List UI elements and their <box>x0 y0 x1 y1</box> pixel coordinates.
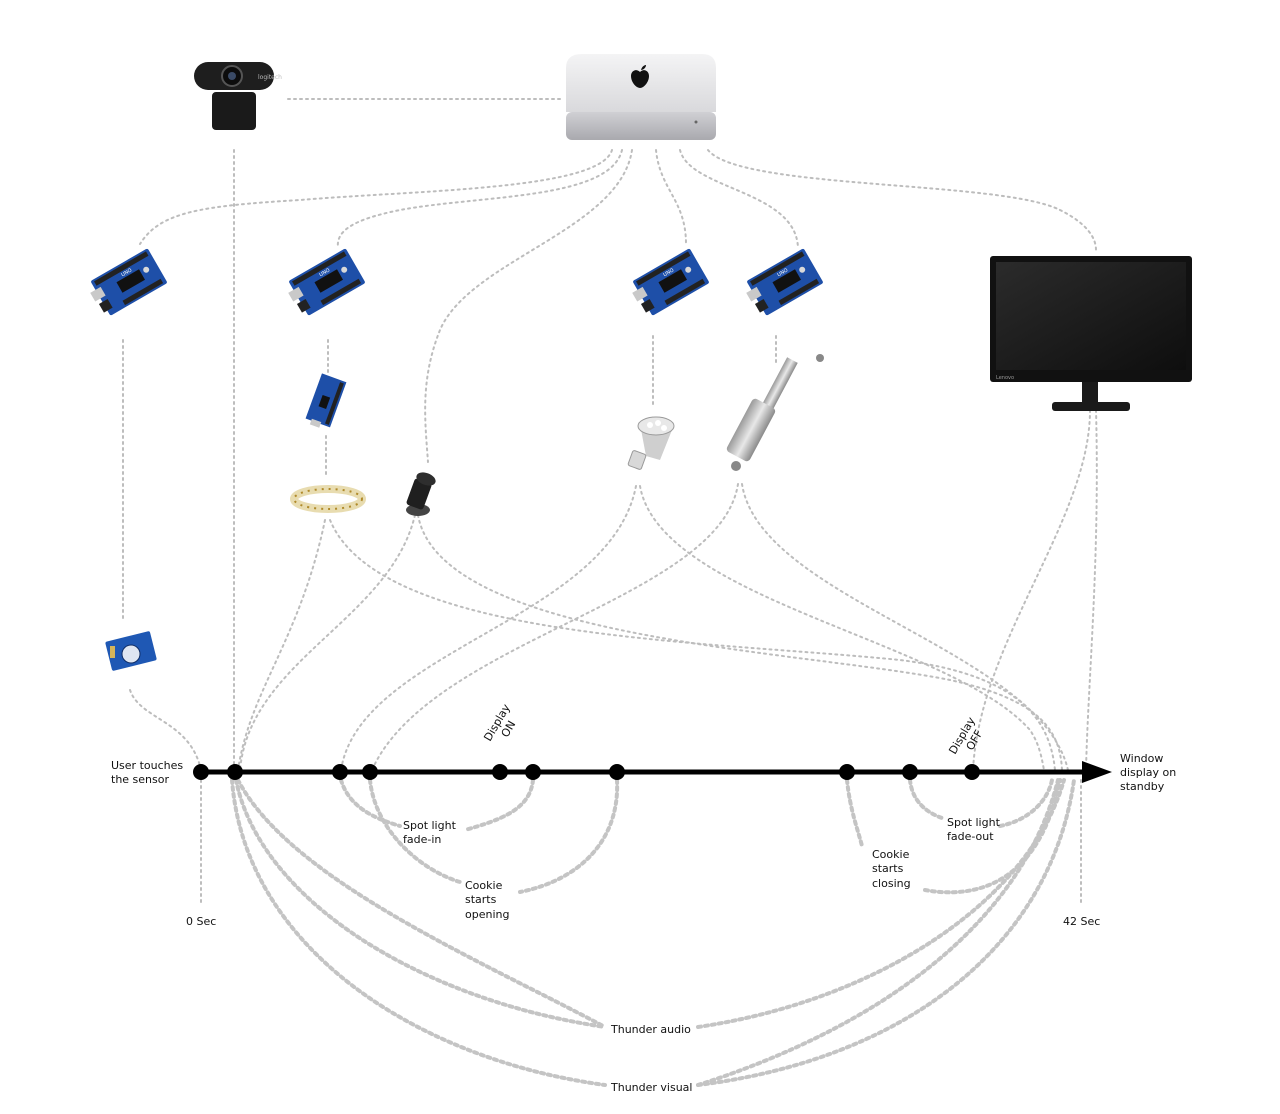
connector-cookie-opening-start <box>368 778 462 884</box>
event-dot-3 <box>332 764 348 780</box>
label-spot-fade-in: Spot light fade-in <box>403 819 459 846</box>
connector-ledstrip-end <box>329 519 1056 771</box>
connector-thunder-visual-right <box>696 778 1076 1087</box>
event-dot-4 <box>362 764 378 780</box>
connector-cookie-opening-end <box>518 778 620 894</box>
arduino-board-4-icon <box>741 248 824 319</box>
connector-actuator-timeline <box>371 483 739 771</box>
label-spot-fade-out: Spot light fade-out <box>947 816 1003 843</box>
label-cookie-opening: Cookie starts opening <box>465 879 509 921</box>
connector-mac-solenoid <box>424 149 633 463</box>
solenoid-icon <box>406 472 436 516</box>
timeline-arrowhead <box>1082 761 1112 783</box>
event-dot-display-off <box>964 764 980 780</box>
event-dot-7 <box>609 764 625 780</box>
led-strip-icon <box>290 485 366 513</box>
webcam-brand: logitech <box>258 74 282 81</box>
connector-spot-fade-in <box>463 778 535 832</box>
connector-monitor-display-off <box>972 409 1091 771</box>
led-driver-board-icon <box>305 373 347 428</box>
connector-spotlight-end <box>639 485 1045 771</box>
connector-spotlight-timeline <box>340 485 637 771</box>
event-dot-display-on <box>492 764 508 780</box>
connector-sensor-timeline <box>129 689 202 771</box>
webcam-icon: logitech <box>194 62 282 130</box>
event-dot-9 <box>902 764 918 780</box>
label-display-on: Display ON <box>481 699 526 750</box>
monitor-brand: Lenovo <box>996 375 1014 381</box>
connector-cookie-closing <box>845 778 864 848</box>
label-end-sec: 42 Sec <box>1063 915 1100 928</box>
touch-sensor-icon <box>105 631 157 671</box>
connector-spot-fade-out-start <box>908 778 944 820</box>
connector-thunder-audio-right <box>696 778 1066 1029</box>
connector-mac-arduino-1 <box>139 149 613 245</box>
connector-thunder-audio-left <box>234 778 607 1029</box>
event-dot-2 <box>227 764 243 780</box>
spotlight-bulb-icon <box>627 416 675 470</box>
connector-solenoid-timeline <box>239 514 416 771</box>
connector-mac-arduino-4 <box>679 149 799 249</box>
connector-spot-fade-out-end <box>998 778 1054 828</box>
monitor-icon: Lenovo <box>990 256 1192 411</box>
arduino-board-3-icon <box>627 248 710 319</box>
label-thunder-visual: Thunder visual <box>610 1081 692 1094</box>
label-zero-sec: 0 Sec <box>186 915 216 928</box>
label-window-standby: Window display on standby <box>1120 752 1180 793</box>
connector-thunder-inner-right <box>696 778 1060 1087</box>
arduino-board-1-icon <box>85 248 168 319</box>
connector-thunder-visual-left <box>230 778 607 1087</box>
connector-ledstrip-timeline <box>237 519 326 771</box>
connector-monitor-end <box>1085 409 1098 771</box>
connector-mac-monitor <box>707 149 1097 251</box>
connector-solenoid-end <box>417 514 1063 771</box>
arduino-board-2-icon <box>283 248 366 319</box>
connector-thunder-inner-left <box>236 778 607 1029</box>
label-display-off: Display OFF <box>946 712 991 763</box>
label-thunder-audio: Thunder audio <box>610 1023 691 1036</box>
event-dot-user-touch <box>193 764 209 780</box>
timeline <box>193 761 1112 783</box>
linear-actuator-icon <box>726 354 824 471</box>
connector-mac-arduino-2 <box>336 149 623 249</box>
event-dot-6 <box>525 764 541 780</box>
connector-actuator-end <box>741 483 1069 771</box>
connectors <box>122 98 1098 1087</box>
connector-spot-fade-in-start <box>339 778 402 828</box>
event-dot-8 <box>839 764 855 780</box>
connector-mac-arduino-3 <box>655 149 687 245</box>
mac-mini-icon <box>566 54 716 140</box>
label-cookie-closing: Cookie starts closing <box>872 848 913 890</box>
label-user-touch: User touches the sensor <box>111 759 187 786</box>
